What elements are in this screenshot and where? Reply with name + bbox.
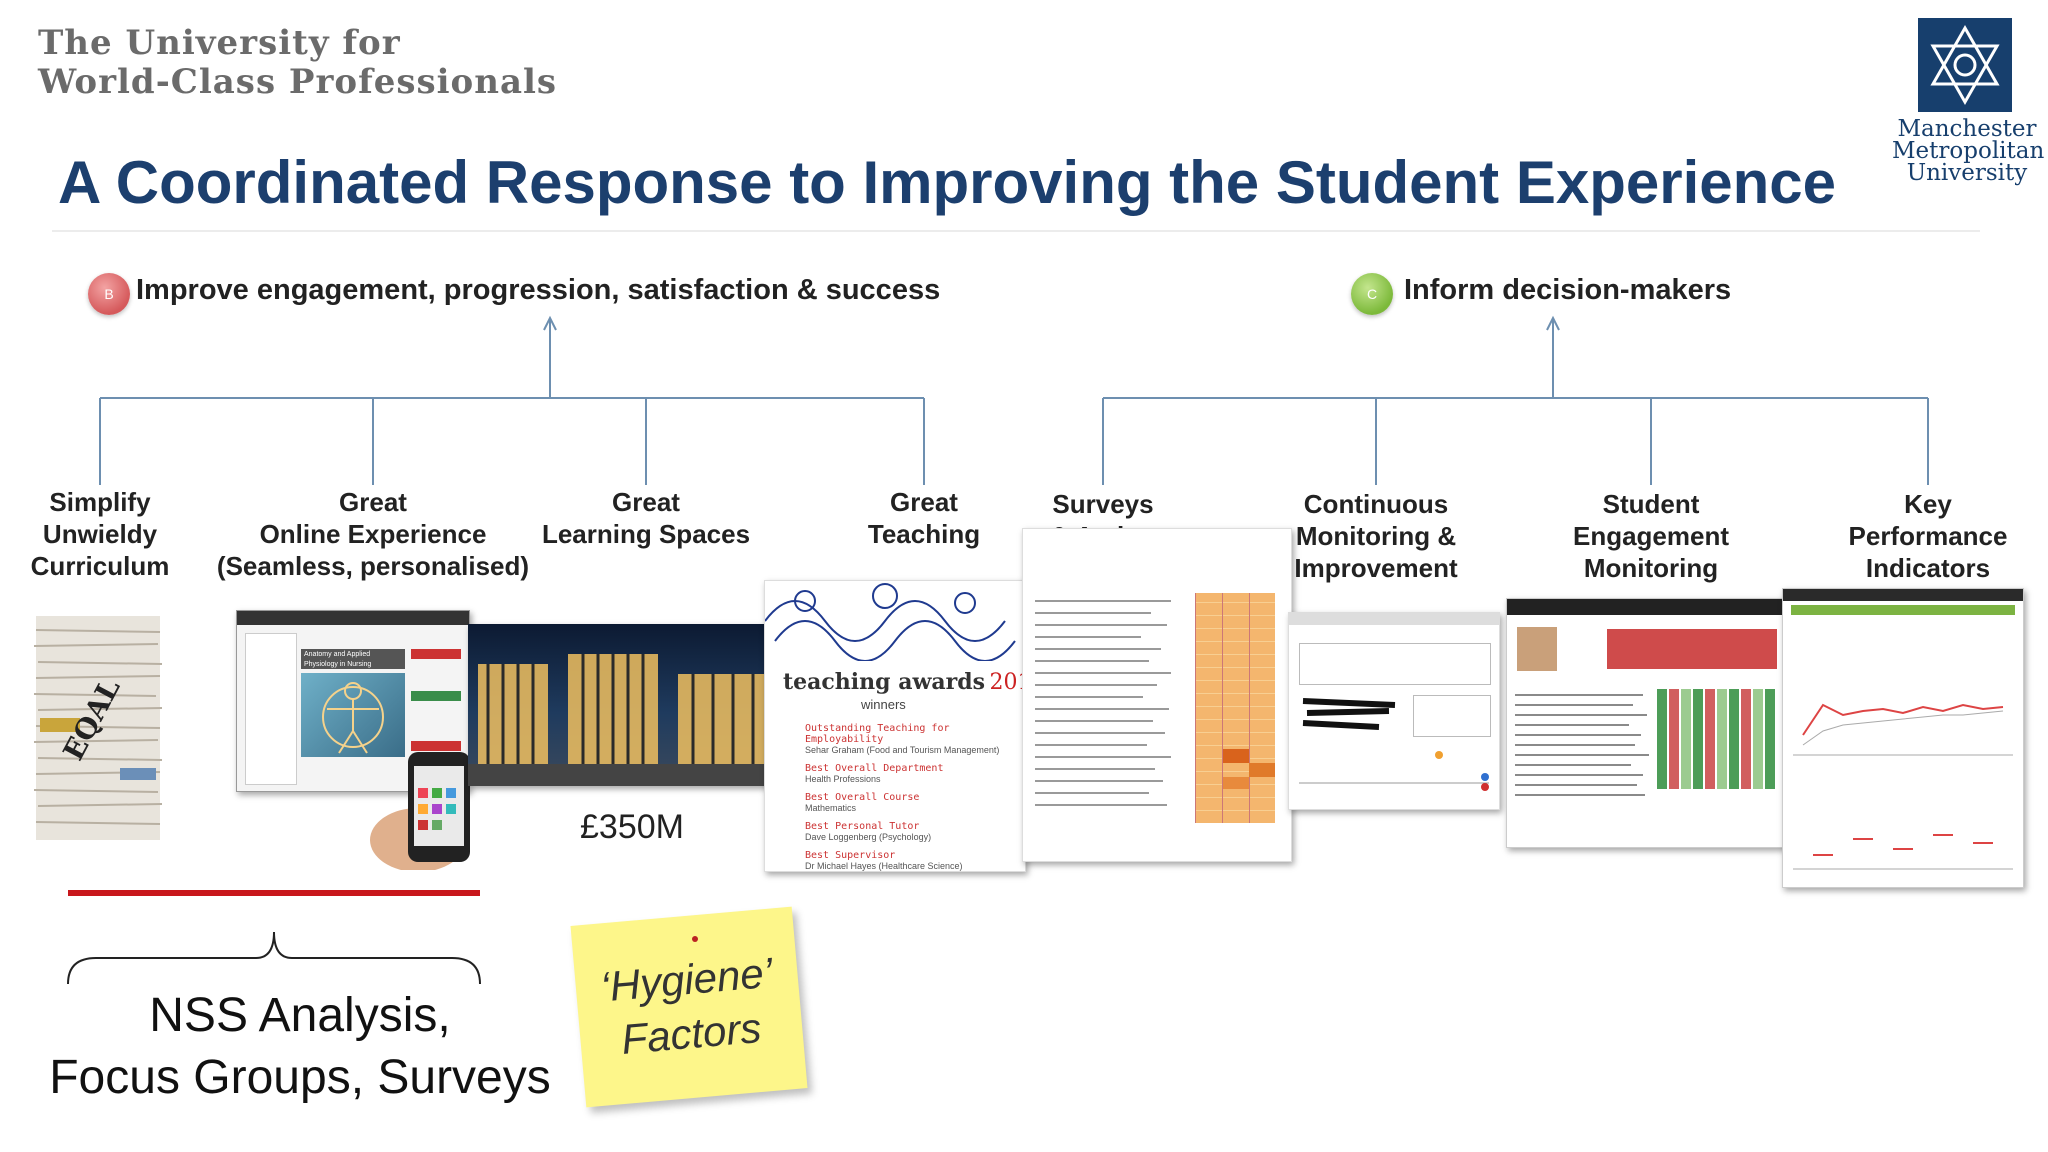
column-label-kpi: Key Performance Indicators [1848, 489, 2008, 583]
monitoring-report-document [1288, 612, 1500, 810]
hygiene-factors-sticky-note: ‘Hygiene’ Factors [570, 906, 808, 1108]
university-name: Manchester Metropolitan University [1892, 116, 2045, 186]
university-tagline: The University for World-Class Professio… [38, 23, 558, 102]
teaching-awards-poster: teaching awards 2012 winners Outstanding… [764, 580, 1026, 872]
award-name: Best Personal Tutor [805, 821, 920, 832]
survey-question-list [1031, 593, 1181, 823]
award-name: Best Supervisor [805, 850, 896, 861]
column-label-spaces: Great Learning Spaces [541, 487, 751, 549]
awards-subtitle: winners [861, 697, 906, 712]
survey-heatmap-cells [1195, 593, 1275, 823]
university-logo [1918, 18, 2012, 112]
goal-c-badge: C [1351, 273, 1393, 315]
awards-title: teaching awards [783, 669, 986, 695]
curriculum-online-highlight-bar [68, 890, 480, 896]
awards-year: 2012 [989, 670, 1025, 695]
award-name: Outstanding Teaching for Employability [805, 723, 950, 745]
column-label-engagement: Student Engagement Monitoring [1572, 489, 1730, 583]
star-of-david-knot-icon [1930, 24, 2000, 106]
goal-b-badge: B [88, 273, 130, 315]
module-list [1513, 689, 1653, 809]
investment-amount: £350M [580, 808, 684, 846]
survey-heatmap-document [1022, 528, 1292, 862]
award-winner: Dave Loggenberg (Psychology) [805, 832, 932, 842]
column-label-teaching: Great Teaching [867, 487, 981, 549]
redacted-block [1299, 695, 1399, 735]
phone-in-hand-image [368, 748, 492, 872]
award-name: Best Overall Course [805, 792, 920, 803]
online-course-title: Anatomy and Applied Physiology in Nursin… [301, 649, 405, 669]
award-winner: Dr Michael Hayes (Healthcare Science) [805, 861, 963, 871]
slide-title: A Coordinated Response to Improving the … [58, 149, 1836, 216]
curly-brace-icon [67, 931, 481, 985]
column-label-monitoring: Continuous Monitoring & Improvement [1294, 489, 1458, 583]
award-name: Best Overall Department [805, 763, 944, 774]
title-divider [52, 230, 1980, 232]
monitoring-summary-table [1299, 643, 1491, 685]
column-label-curriculum: Simplify Unwieldy Curriculum [30, 487, 170, 581]
kpi-report-document [1782, 588, 2024, 888]
nss-analysis-caption: NSS Analysis, Focus Groups, Surveys [49, 989, 551, 1104]
kpi-faculty-chart [1793, 834, 2013, 870]
student-engagement-report [1506, 598, 1788, 848]
award-winner: Sehar Graham (Food and Tourism Managemen… [805, 745, 1000, 755]
paper-stack-illustration [33, 616, 163, 840]
column-label-online: Great Online Experience (Seamless, perso… [216, 487, 530, 581]
engagement-heatmap [1657, 689, 1777, 789]
anatomy-figure [301, 673, 405, 757]
award-winner: Mathematics [805, 803, 857, 813]
learning-spaces-building-photo [468, 624, 786, 786]
paper-stack-image: EQAL [30, 608, 170, 848]
award-winner: Health Professions [805, 774, 881, 784]
sticky-pin-dot [692, 936, 698, 942]
goal-c-text: Inform decision-makers [1404, 274, 1732, 306]
student-photo [1517, 627, 1557, 671]
attendance-red-cells [1607, 629, 1777, 669]
goal-b-text: Improve engagement, progression, satisfa… [136, 274, 941, 306]
monitoring-scatter-plot [1299, 751, 1489, 791]
kpi-progression-chart [1793, 703, 2013, 756]
